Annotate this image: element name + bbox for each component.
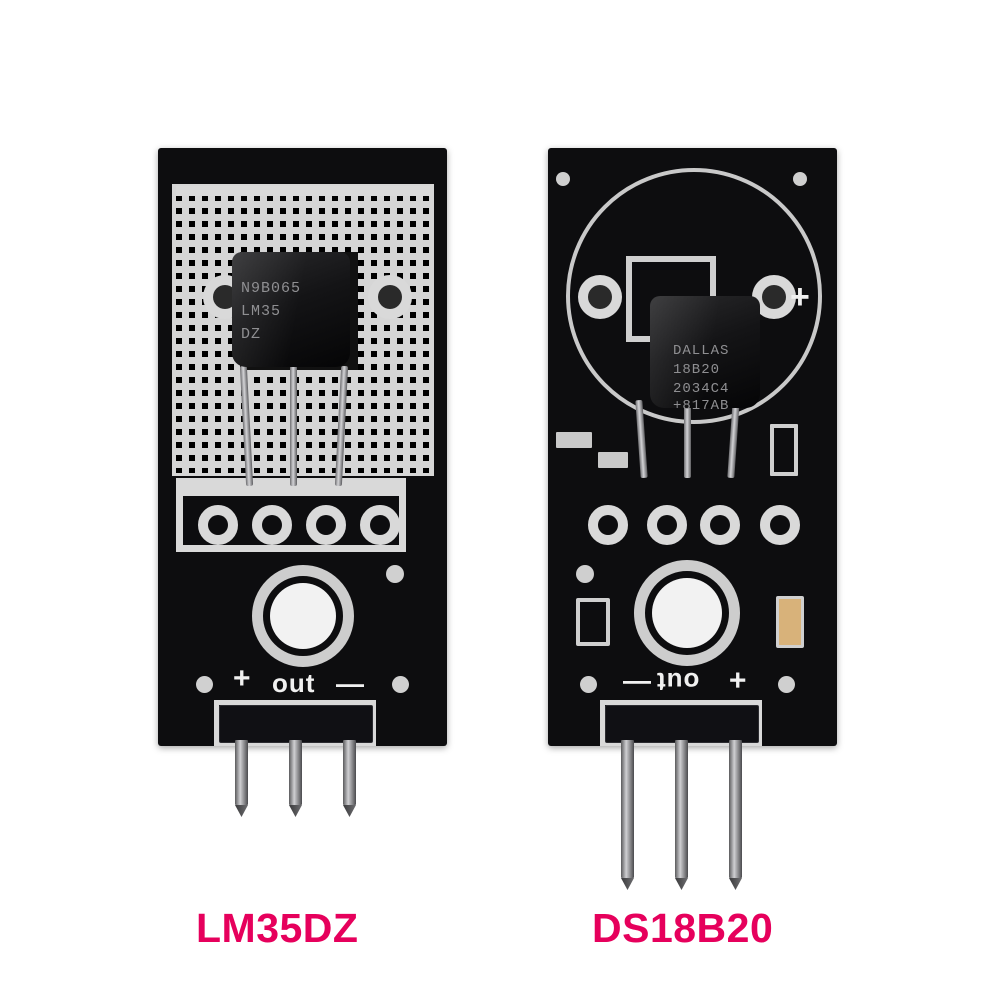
lm35-marking-line-3: DZ bbox=[241, 326, 262, 343]
pin-label-left-out: out bbox=[272, 668, 316, 698]
solder-pad-right-4 bbox=[760, 505, 800, 545]
dot-matrix-left bbox=[176, 195, 430, 473]
silk-circle-right bbox=[566, 168, 822, 424]
caption-right: DS18B20 bbox=[592, 905, 774, 951]
header-pin-tip-right-3 bbox=[729, 878, 742, 890]
via-right-bl bbox=[580, 676, 597, 693]
smd-pad-right-1 bbox=[556, 432, 592, 448]
through-hole-pad-right-1 bbox=[578, 275, 622, 319]
silk-bar-top-left bbox=[176, 186, 430, 196]
header-pin-tip-left-2 bbox=[289, 805, 302, 817]
solder-pad-left-3 bbox=[306, 505, 346, 545]
header-pin-right-2 bbox=[675, 740, 688, 878]
via-right-tl bbox=[556, 172, 570, 186]
silk-bar-lower-left bbox=[176, 478, 406, 496]
caption-left: LM35DZ bbox=[196, 905, 359, 951]
pin-label-left-plus: + bbox=[233, 662, 252, 695]
header-pin-tip-left-1 bbox=[235, 805, 248, 817]
mount-hole-left bbox=[270, 583, 336, 649]
sensor-leg-right-2 bbox=[684, 400, 691, 478]
via-right-tr bbox=[793, 172, 807, 186]
header-pin-left-3 bbox=[343, 740, 356, 805]
header-pin-left-1 bbox=[235, 740, 248, 805]
solder-pad-left-4 bbox=[360, 505, 400, 545]
ds18b20-marking-line-3: 2034C4 bbox=[673, 381, 730, 397]
mount-hole-right bbox=[652, 578, 722, 648]
smd-capacitor-right bbox=[776, 596, 804, 648]
via-left-bl bbox=[196, 676, 213, 693]
ds18b20-sensor-body bbox=[650, 296, 760, 408]
lm35-sensor-body bbox=[232, 252, 350, 367]
smd-pad-right-3 bbox=[770, 424, 798, 476]
header-pin-left-2 bbox=[289, 740, 302, 805]
via-right-br bbox=[778, 676, 795, 693]
via-left-br bbox=[392, 676, 409, 693]
lm35-marking-line-1: N9B065 bbox=[241, 280, 302, 297]
smd-pad-right-2 bbox=[598, 452, 628, 468]
ds18b20-marking-line-2: 18B20 bbox=[673, 362, 721, 378]
via-left bbox=[386, 565, 404, 583]
solder-pad-right-2 bbox=[647, 505, 687, 545]
ds18b20-marking-line-1: DALLAS bbox=[673, 343, 730, 359]
header-pin-tip-left-3 bbox=[343, 805, 356, 817]
pin-label-left-minus: — bbox=[336, 668, 365, 699]
header-pin-right-3 bbox=[729, 740, 742, 878]
through-hole-pad-left-2 bbox=[368, 275, 412, 319]
smd-resistor-right bbox=[576, 598, 610, 646]
pin-label-right-minus: — bbox=[622, 669, 651, 700]
polarity-plus-marker-right: + bbox=[790, 278, 811, 316]
header-pin-tip-right-2 bbox=[675, 878, 688, 890]
header-pin-right-1 bbox=[621, 740, 634, 878]
sensor-leg-left-2 bbox=[290, 366, 297, 486]
pin-header-left bbox=[219, 705, 373, 743]
via-right-left-small bbox=[576, 565, 594, 583]
pin-header-right bbox=[605, 705, 759, 743]
pin-label-right-plus: + bbox=[728, 663, 747, 696]
pin-label-right-out: out bbox=[656, 667, 700, 697]
solder-pad-right-1 bbox=[588, 505, 628, 545]
lm35-marking-line-2: LM35 bbox=[241, 303, 282, 320]
solder-pad-left-2 bbox=[252, 505, 292, 545]
header-pin-tip-right-1 bbox=[621, 878, 634, 890]
ds18b20-marking-line-4: +817AB bbox=[673, 398, 730, 414]
solder-pad-left-1 bbox=[198, 505, 238, 545]
solder-pad-right-3 bbox=[700, 505, 740, 545]
